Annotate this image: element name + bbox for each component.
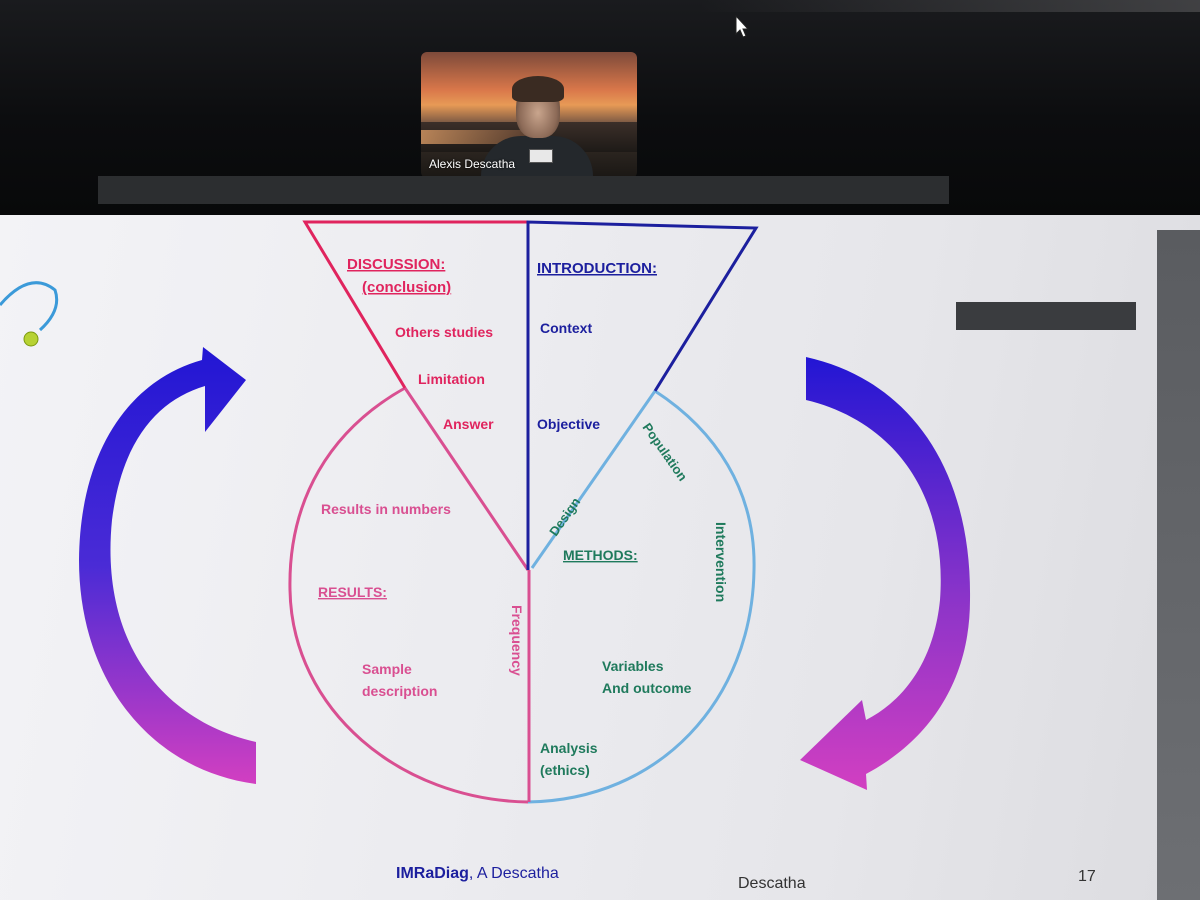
redacted-bar (956, 302, 1136, 330)
monitor-edge (1157, 230, 1200, 900)
introduction-item-context: Context (540, 320, 592, 336)
footer-credit: IMRaDiag, A Descatha (396, 865, 559, 882)
left-cycle-arrow-icon (79, 347, 256, 784)
meeting-toolbar-strip (98, 176, 949, 204)
slide-number: 17 (1078, 868, 1096, 885)
screen-glare (700, 0, 1200, 12)
results-title: RESULTS: (318, 584, 387, 600)
methods-item-intervention: Intervention (713, 522, 729, 602)
shirt-logo (529, 149, 553, 163)
discussion-item-answer: Answer (443, 416, 494, 432)
introduction-title: INTRODUCTION: (537, 260, 657, 277)
right-cycle-arrow-icon (800, 357, 971, 790)
participant-hair (512, 76, 564, 102)
results-item-frequency: Frequency (509, 605, 525, 676)
logo-arc-icon (0, 281, 59, 332)
logo-ball-icon (23, 331, 39, 347)
results-item-numbers: Results in numbers (321, 501, 451, 517)
participant-video-tile[interactable]: Alexis Descatha (421, 52, 637, 178)
discussion-item-limitation: Limitation (418, 371, 485, 387)
methods-item-variables: Variables (602, 658, 664, 674)
methods-item-ethics: (ethics) (540, 762, 590, 778)
introduction-item-objective: Objective (537, 416, 600, 432)
methods-diagonal (530, 390, 657, 569)
discussion-item-others-studies: Others studies (395, 324, 493, 340)
results-item-description: description (362, 683, 437, 699)
discussion-title: DISCUSSION: (347, 256, 445, 273)
methods-arc (527, 389, 756, 804)
results-arc (288, 386, 529, 804)
participant-name: Alexis Descatha (429, 157, 516, 171)
methods-item-population: Population (640, 420, 691, 484)
results-item-sample: Sample (362, 661, 412, 677)
footer-author: , A Descatha (469, 865, 559, 882)
discussion-diagonal (403, 387, 530, 571)
discussion-triangle (302, 220, 528, 389)
footer-brand: IMRaDiag (396, 865, 469, 882)
methods-item-design: Design (546, 495, 583, 539)
methods-title: METHODS: (563, 547, 638, 563)
mouse-cursor-icon (735, 14, 750, 38)
methods-item-analysis: Analysis (540, 740, 598, 756)
methods-item-outcome: And outcome (602, 680, 692, 696)
introduction-triangle (526, 220, 759, 570)
footer-center: Descatha (738, 875, 806, 892)
discussion-subtitle: (conclusion) (362, 279, 451, 296)
